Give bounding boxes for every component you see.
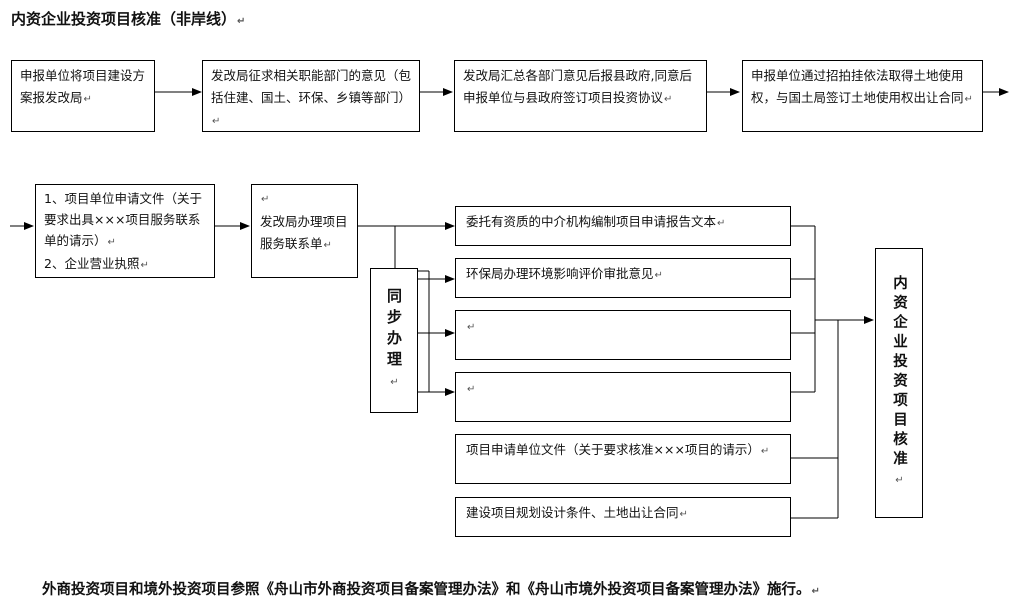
parallel-item-5-text: 项目申请单位文件（关于要求核准×××项目的请示）	[466, 442, 760, 457]
final-approval-label: 内资企业投资项目核准	[891, 274, 907, 470]
footer-note-text: 外商投资项目和境外投资项目参照《舟山市外商投资项目备案管理办法》和《舟山市境外投…	[42, 582, 811, 598]
return-mark-icon: ↵	[323, 240, 332, 251]
return-mark-icon: ↵	[140, 260, 149, 271]
parallel-item-1-text: 委托有资质的中介机构编制项目申请报告文本	[466, 214, 717, 229]
return-mark-icon: ↵	[390, 376, 399, 388]
return-mark-icon: ↵	[964, 94, 973, 105]
parallel-item-2: 环保局办理环境影响评价审批意见↵	[455, 258, 791, 298]
parallel-item-5: 项目申请单位文件（关于要求核准×××项目的请示）↵	[455, 434, 791, 484]
return-mark-icon: ↵	[467, 384, 476, 395]
step-solicit-opinions: 发改局征求相关职能部门的意见（包括住建、国土、环保、乡镇等部门） ↵	[202, 60, 420, 132]
return-mark-icon: ↵	[467, 322, 476, 333]
return-mark-icon: ↵	[811, 586, 820, 597]
return-mark-icon: ↵	[717, 218, 726, 229]
step-land-transfer-text: 申报单位通过招拍挂依法取得土地使用权，与国土局签订土地使用权出让合同	[751, 68, 964, 105]
parallel-item-2-text: 环保局办理环境影响评价审批意见	[466, 266, 654, 281]
step-land-transfer: 申报单位通过招拍挂依法取得土地使用权，与国土局签订土地使用权出让合同↵	[742, 60, 983, 132]
parallel-item-6: 建设项目规划设计条件、土地出让合同↵	[455, 497, 791, 537]
return-mark-icon: ↵	[664, 94, 673, 105]
return-mark-icon: ↵	[895, 474, 904, 486]
parallel-item-3: ↵	[455, 310, 791, 360]
step-county-agreement: 发改局汇总各部门意见后报县政府,同意后申报单位与县政府签订项目投资协议↵	[454, 60, 707, 132]
step-submit-plan: 申报单位将项目建设方案报发改局↵	[11, 60, 155, 132]
return-mark-icon: ↵	[212, 116, 221, 127]
return-mark-icon: ↵	[107, 237, 116, 248]
step-application-docs: 1、项目单位申请文件（关于要求出具×××项目服务联系单的请示）↵ 2、企业营业执…	[35, 184, 215, 278]
sync-processing-box: 同步办理 ↵	[370, 268, 418, 413]
parallel-item-4: ↵	[455, 372, 791, 422]
application-docs-item-2: 2、企业营业执照	[44, 256, 140, 271]
return-mark-icon: ↵	[654, 270, 663, 281]
return-mark-icon: ↵	[760, 446, 770, 457]
service-letter-text: 发改局办理项目服务联系单	[260, 214, 348, 251]
step-county-agreement-text: 发改局汇总各部门意见后报县政府,同意后申报单位与县政府签订项目投资协议	[463, 68, 692, 105]
footer-note: 外商投资项目和境外投资项目参照《舟山市外商投资项目备案管理办法》和《舟山市境外投…	[42, 578, 820, 599]
step-submit-plan-text: 申报单位将项目建设方案报发改局	[20, 68, 146, 105]
sync-processing-label: 同步办理	[385, 287, 403, 372]
step-service-letter: ↵ 发改局办理项目服务联系单↵	[251, 184, 358, 278]
return-mark-icon: ↵	[83, 94, 92, 105]
step-solicit-opinions-text: 发改局征求相关职能部门的意见（包括住建、国土、环保、乡镇等部门）	[211, 68, 412, 105]
application-docs-item-1: 1、项目单位申请文件（关于要求出具×××项目服务联系单的请示）	[44, 191, 202, 248]
parallel-item-6-text: 建设项目规划设计条件、土地出让合同	[466, 505, 679, 520]
parallel-item-1: 委托有资质的中介机构编制项目申请报告文本↵	[455, 206, 791, 246]
page-title-text: 内资企业投资项目核准（非岸线）	[11, 10, 237, 28]
return-mark-icon: ↵	[261, 194, 270, 205]
page-title: 内资企业投资项目核准（非岸线）↵	[11, 8, 245, 29]
final-approval-box: 内资企业投资项目核准 ↵	[875, 248, 923, 518]
return-mark-icon: ↵	[237, 16, 246, 27]
return-mark-icon: ↵	[679, 509, 688, 520]
